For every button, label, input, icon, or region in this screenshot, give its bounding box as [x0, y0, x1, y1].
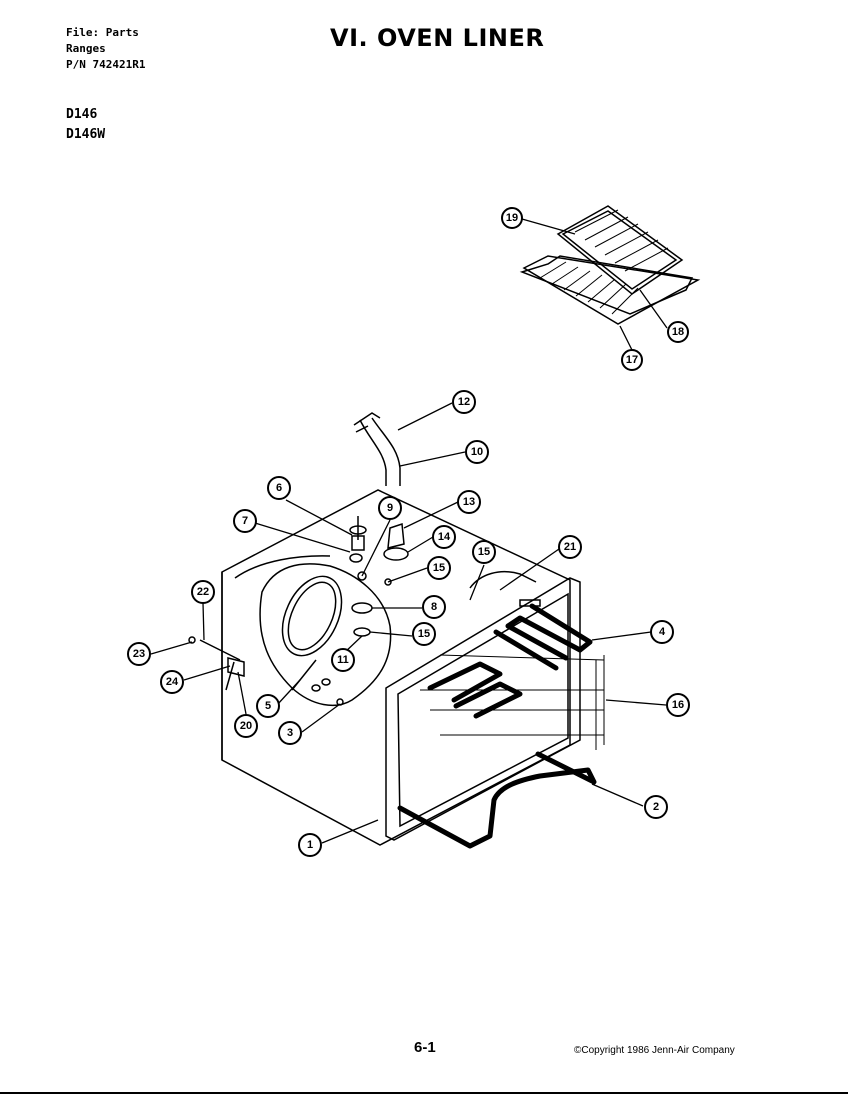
- callout-12: 12: [452, 390, 476, 414]
- callout-14-label: 14: [438, 531, 451, 543]
- callout-15-label: 15: [433, 562, 445, 574]
- callout-17: 17: [621, 349, 643, 371]
- callout-24-label: 24: [166, 676, 179, 688]
- callout-17-label: 17: [626, 354, 638, 366]
- callout-8: 8: [422, 595, 446, 619]
- category-label: Ranges: [66, 42, 106, 55]
- callout-9: 9: [378, 496, 402, 520]
- callout-13-label: 13: [463, 496, 475, 508]
- callout-9-label: 9: [387, 502, 393, 514]
- callout-11: 11: [331, 648, 355, 672]
- callout-10-label: 10: [471, 446, 483, 458]
- callout-6-label: 6: [276, 482, 282, 494]
- callout-19: 19: [501, 207, 523, 229]
- oven-liner-box: [221, 489, 571, 846]
- callout-4: 4: [650, 620, 674, 644]
- callout-15: 15: [412, 622, 436, 646]
- callout-19-label: 19: [506, 212, 518, 224]
- callout-18-label: 18: [672, 326, 684, 338]
- callout-4-label: 4: [659, 626, 666, 638]
- bottom-border: [0, 1092, 848, 1094]
- oven-racks: [420, 654, 605, 750]
- callout-8-label: 8: [431, 601, 437, 613]
- light-parts: [349, 516, 409, 637]
- callout-15: 15: [427, 556, 451, 580]
- model-list: D146 D146W: [66, 105, 105, 145]
- file-label: File: Parts: [66, 26, 139, 39]
- callout-23: 23: [127, 642, 151, 666]
- callout-6: 6: [267, 476, 291, 500]
- callout-15: 15: [472, 540, 496, 564]
- callout-21: 21: [558, 535, 582, 559]
- callout-20: 20: [234, 714, 258, 738]
- callout-23-label: 23: [133, 648, 145, 660]
- broil-element: [427, 603, 593, 719]
- callout-2: 2: [644, 795, 668, 819]
- leader-lines: [150, 218, 668, 844]
- part-number-label: P/N 742421R1: [66, 58, 146, 71]
- broiler-pan-assembly: [519, 205, 701, 325]
- callout-1-label: 1: [307, 839, 313, 851]
- callout-2-label: 2: [653, 801, 659, 813]
- page-number: 6-1: [414, 1039, 436, 1056]
- document-header: File: Parts Ranges P/N 742421R1: [66, 25, 145, 73]
- callout-3-label: 3: [287, 727, 293, 739]
- callout-5-label: 5: [265, 700, 271, 712]
- copyright-notice: ©Copyright 1986 Jenn-Air Company: [574, 1045, 735, 1056]
- callout-11-label: 11: [337, 654, 349, 666]
- callout-22: 22: [191, 580, 215, 604]
- callout-1: 1: [298, 833, 322, 857]
- callout-18: 18: [667, 321, 689, 343]
- callout-15-label: 15: [478, 546, 490, 558]
- callout-16: 16: [666, 693, 690, 717]
- callout-20-label: 20: [240, 720, 252, 732]
- callout-12-label: 12: [458, 396, 470, 408]
- model-number: D146: [66, 107, 98, 122]
- callout-3: 3: [278, 721, 302, 745]
- callout-15-label: 15: [418, 628, 430, 640]
- callout-16-label: 16: [672, 699, 684, 711]
- callout-24: 24: [160, 670, 184, 694]
- bake-element: [397, 751, 597, 849]
- callout-5: 5: [256, 694, 280, 718]
- callout-7: 7: [233, 509, 257, 533]
- callout-13: 13: [457, 490, 481, 514]
- page-title: VI. OVEN LINER: [330, 24, 545, 52]
- callout-21-label: 21: [564, 541, 576, 553]
- vent-tube: [353, 412, 401, 486]
- small-parts: [188, 570, 541, 706]
- callout-14: 14: [432, 525, 456, 549]
- model-number: D146W: [66, 127, 106, 142]
- callout-10: 10: [465, 440, 489, 464]
- callout-7-label: 7: [242, 515, 248, 527]
- fan-opening: [259, 563, 392, 707]
- callout-22-label: 22: [197, 586, 209, 598]
